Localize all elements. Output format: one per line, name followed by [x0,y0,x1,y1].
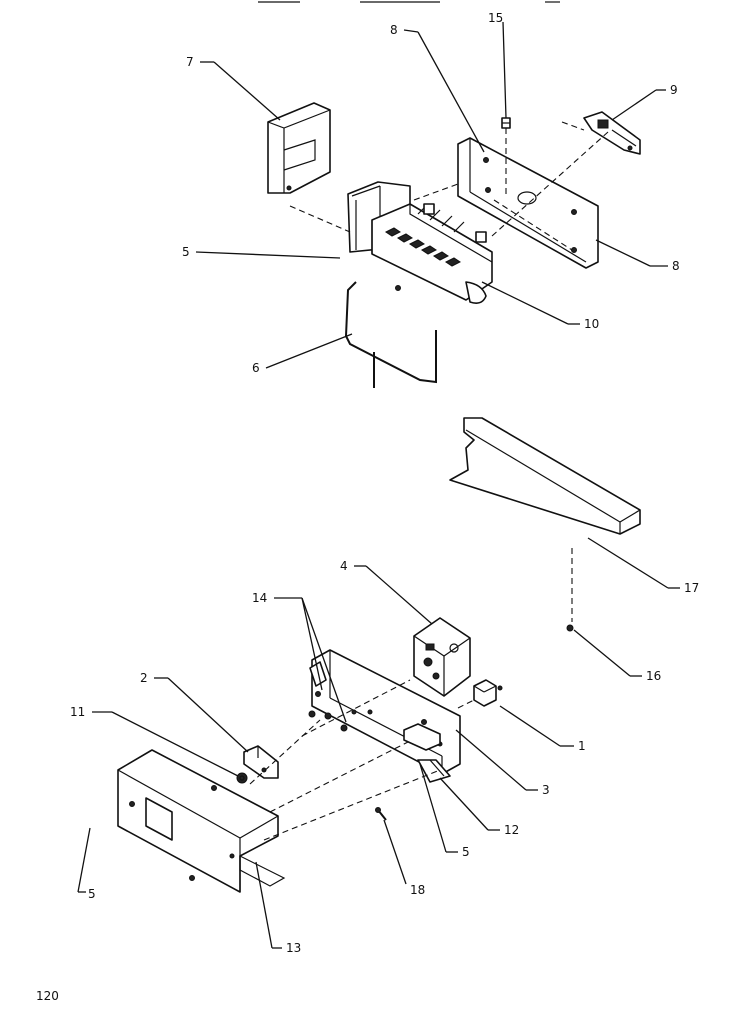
callout-8-right: 8 [672,259,680,273]
callout-9: 9 [670,83,678,97]
callout-15: 15 [488,11,503,25]
part-16-screw [566,548,574,632]
callout-5-mid: 5 [462,845,470,859]
callout-13: 13 [286,941,301,955]
callout-14: 14 [252,591,267,605]
lower-alignment-lines [249,679,475,841]
callout-12: 12 [504,823,519,837]
part-13-control-box-cover [117,749,286,893]
part-10-ice-mold [371,203,493,304]
ice-mold-cavities [385,227,461,267]
upper-alignment-lines [289,121,609,251]
callout-16: 16 [646,669,661,683]
callout-3: 3 [542,783,550,797]
part-12-bracket [403,723,451,783]
part-2-clip [243,745,279,779]
part-1-connector [473,679,503,707]
callout-17: 17 [684,581,699,595]
part-7-cover-bracket [267,102,331,194]
callout-1: 1 [578,739,586,753]
part-15-screw [501,117,511,129]
part-4-timer-module [413,617,471,697]
part-6-wire-arm [344,281,437,388]
callout-8-top: 8 [390,23,398,37]
callout-10: 10 [584,317,599,331]
leader-lines [77,21,680,949]
callout-11: 11 [70,705,85,719]
part-17-deflector [449,417,641,535]
callout-5-left: 5 [88,887,96,901]
callout-6: 6 [252,361,260,375]
callout-7: 7 [186,55,194,69]
callout-labels: 15 8 7 9 5 8 10 6 17 16 4 14 2 11 1 3 12… [70,11,699,955]
callout-5-top: 5 [182,245,190,259]
callout-2: 2 [140,671,148,685]
part-11-grommet [236,772,248,784]
part-18-screw [375,807,387,821]
callout-4: 4 [340,559,348,573]
part-9-switch-bracket [583,111,641,155]
callout-18: 18 [410,883,425,897]
part-8-mounting-plate [457,137,599,269]
page-number: 120 [36,989,59,1003]
